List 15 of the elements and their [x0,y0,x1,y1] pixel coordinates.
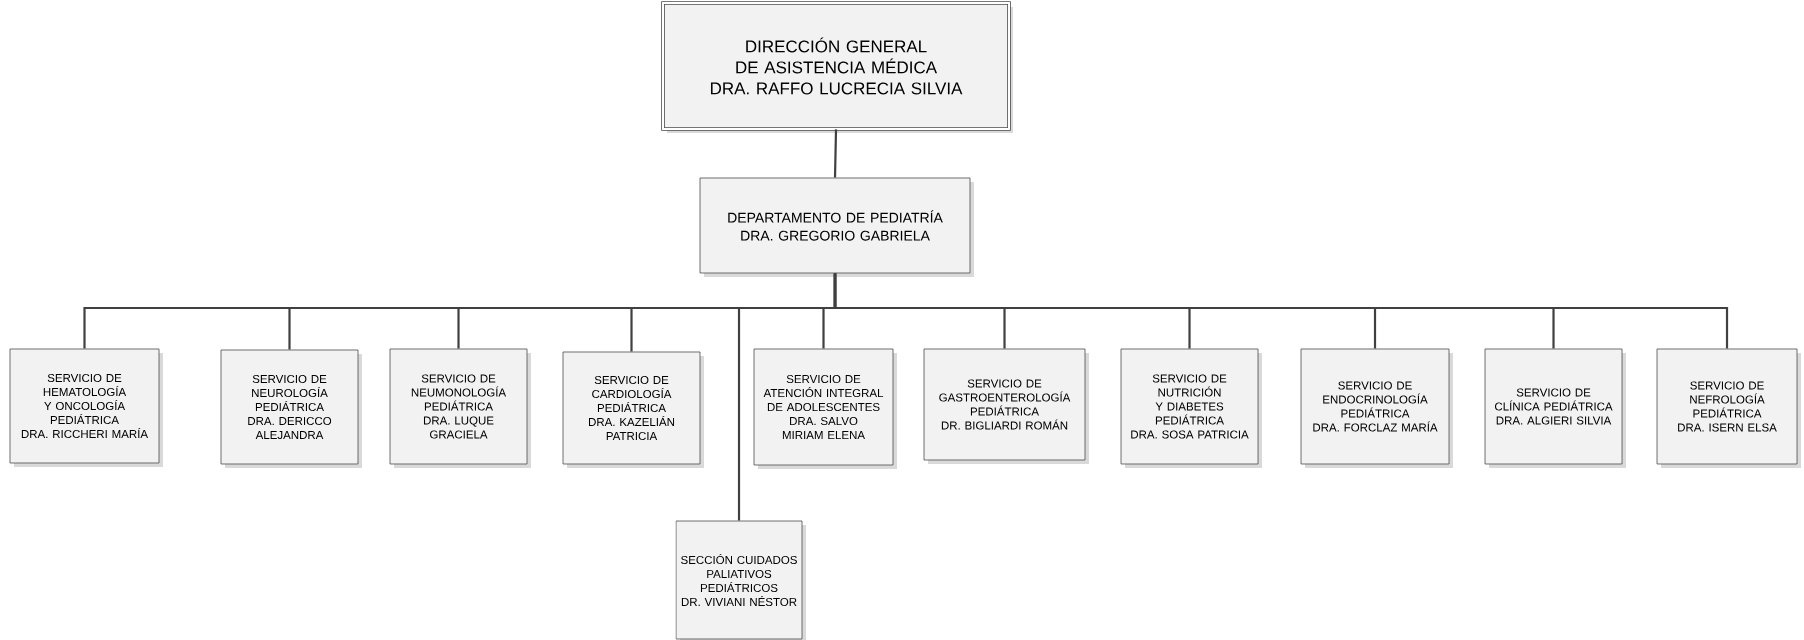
connector-line [833,129,838,178]
service-box: SERVICIO DE NUTRICIÓN Y DIABETES PEDIÁTRICA DRA. SOSA PATRICIA [1120,348,1262,468]
service-box: SERVICIO DE ENDOCRINOLOGÍA PEDIÁTRICA DRA. FORCLAZ MARÍA [1300,348,1453,468]
service-box: SERVICIO DE ATENCIÓN INTEGRAL DE ADOLESCENTES DRA. SALVO MIRIAM ELENA [753,348,897,469]
service-box: SECCIÓN CUIDADOS PALIATIVOS PEDIÁTRICOS DR. VIVIANI NÉSTOR [675,520,806,640]
service-box: SERVICIO DE CLÍNICA PEDIÁTRICA DRA. ALGIERI SILVIA [1484,348,1626,468]
service-box: SERVICIO DE NEUMONOLOGÍA PEDIÁTRICA DRA. LUQUE GRACIELA [389,348,531,468]
service-box: SERVICIO DE NEFROLOGÍA PEDIÁTRICA DRA. ISERN ELSA [1656,348,1801,468]
service-box: SERVICIO DE CARDIOLOGÍA PEDIÁTRICA DRA. KAZELIÁN PATRICIA [562,351,704,468]
director-box: DIRECCIÓN GENERAL DE ASISTENCIA MÉDICA DRA. RAFFO LUCRECIA SILVIA [661,1,1013,133]
department-box: DEPARTAMENTO DE PEDIATRÍA DRA. GREGORIO GABRIELA [699,177,974,277]
service-box: SERVICIO DE GASTROENTEROLOGÍA PEDIÁTRICA DR. BIGLIARDI ROMÁN [923,348,1089,464]
service-box: SERVICIO DE HEMATOLOGÍA Y ONCOLOGÍA PEDIÁTRICA DRA. RICCHERI MARÍA [9,348,163,467]
service-box: SERVICIO DE NEUROLOGÍA PEDIÁTRICA DRA. DERICCO ALEJANDRA [220,349,362,468]
connector-line [737,273,837,521]
